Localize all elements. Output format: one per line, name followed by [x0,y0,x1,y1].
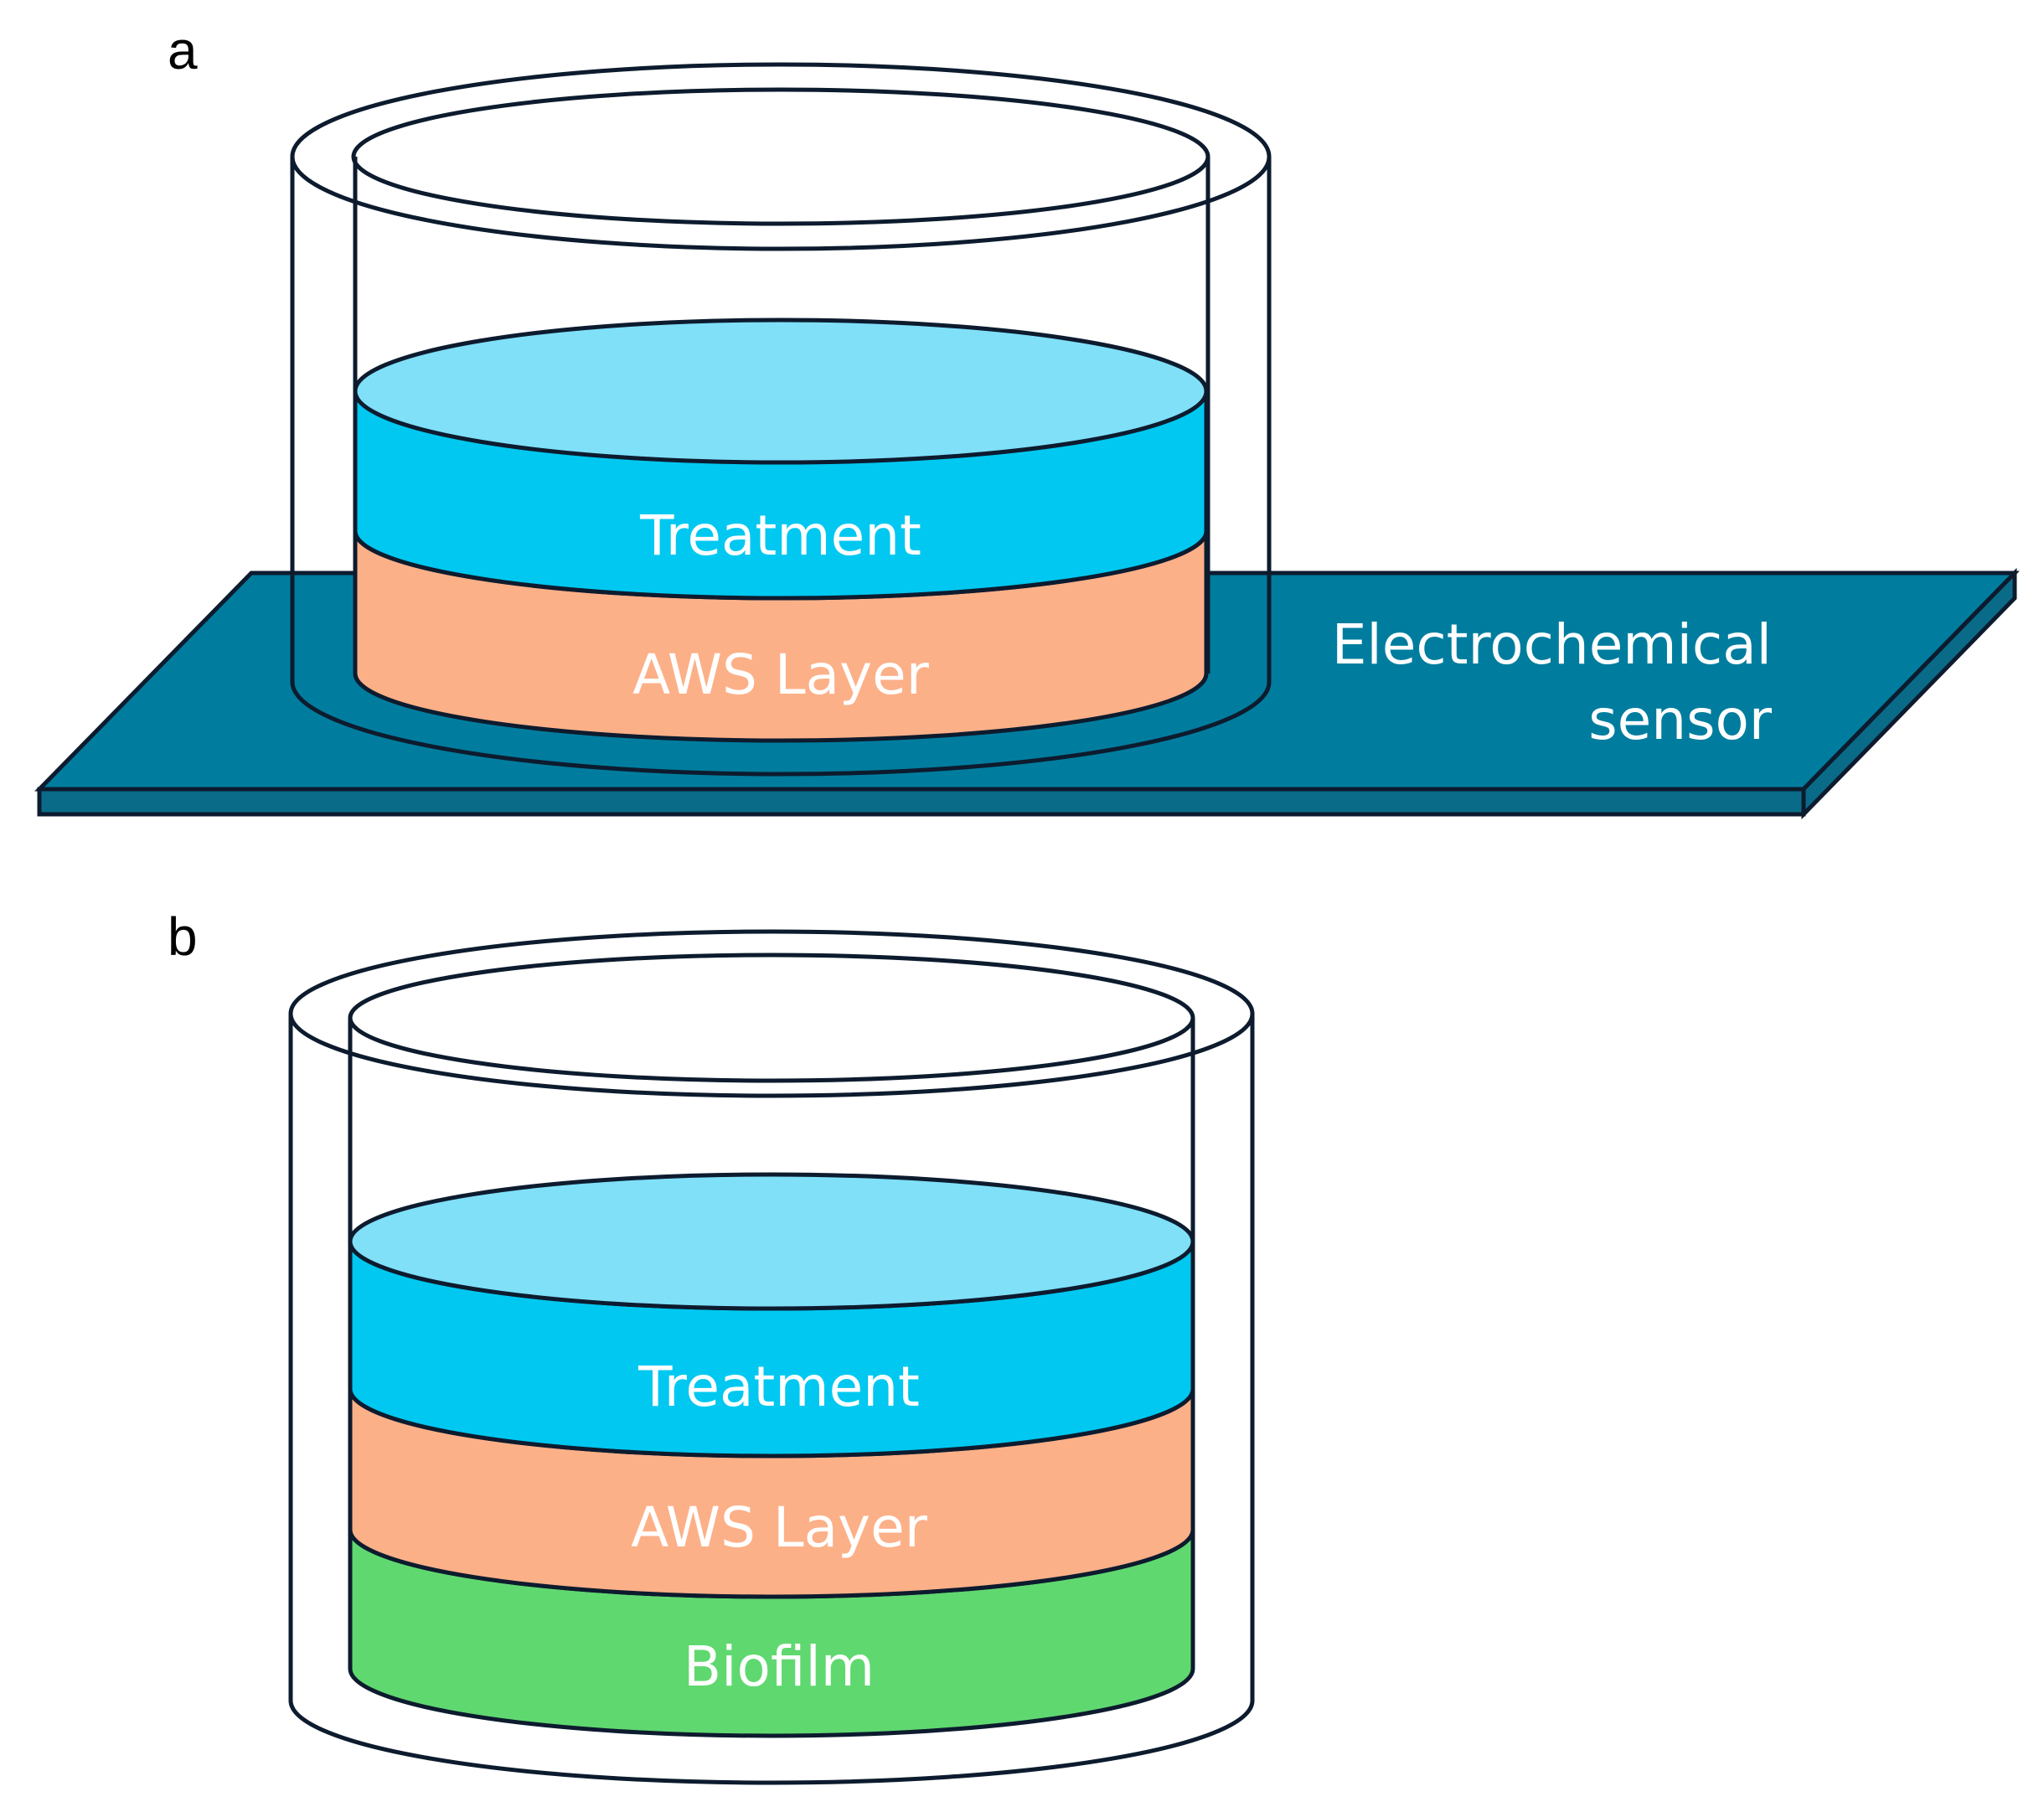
sensor-label-line1: Electrochemical [1332,612,1772,677]
treatment-surface-a [353,318,1209,465]
biofilm-label-b: Biofilm [684,1634,875,1699]
inner-container-a [351,87,1210,226]
aws-layer-label-b: AWS Layer [631,1495,928,1560]
sensor-label-line2: sensor [1588,688,1773,752]
sensor-right-edge [1801,567,2017,820]
outer-container-b [288,929,1255,1785]
panel-a-letter: a [168,20,198,80]
sensor-front-edge [37,787,1806,817]
panel-b: b Treatment AWS Layer Biofilm [168,906,1255,1785]
outer-container-a [290,62,1272,777]
treatment-surface-b [348,1172,1195,1311]
treatment-layer-a [353,318,1209,601]
treatment-label-b: Treatment [637,1355,920,1419]
inner-container-b [348,953,1195,1083]
panel-a: a Treatment AWS Layer Elect [34,20,2020,820]
panel-b-letter: b [168,906,198,967]
treatment-label-a: Treatment [639,503,921,568]
aws-layer-label-a: AWS Layer [632,643,930,707]
